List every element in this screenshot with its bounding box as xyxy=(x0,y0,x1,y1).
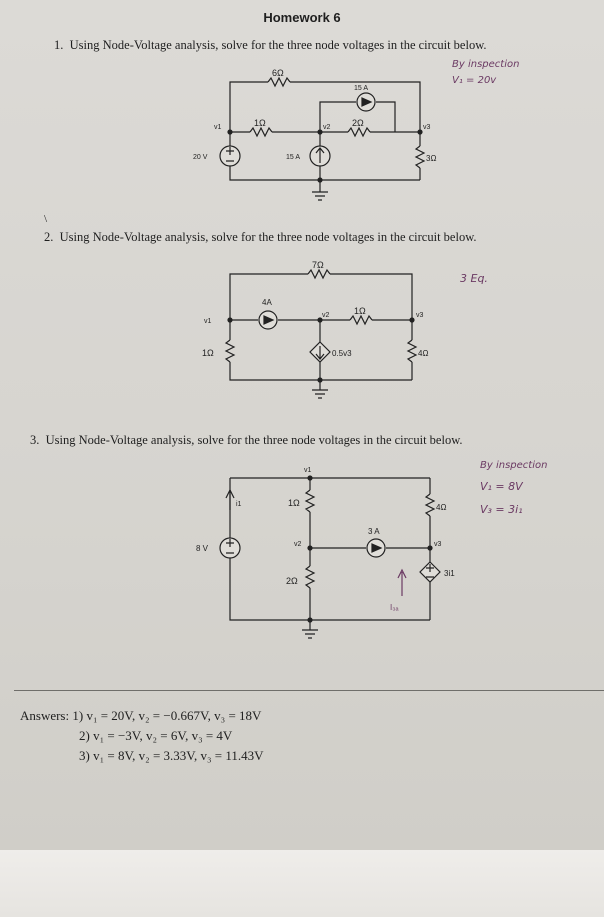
answers-block: Answers: 1) v₁ = 20V, v₂ = −0.667V, v₃ =… xyxy=(20,706,264,766)
q2-text: Using Node-Voltage analysis, solve for t… xyxy=(59,230,477,244)
q3-node-v2: v2 xyxy=(294,541,302,548)
q1-label-6ohm: 6Ω xyxy=(272,68,284,78)
q2-label-1ohm-b: 1Ω xyxy=(354,306,366,316)
q2-margin-mark: \ xyxy=(44,213,48,225)
q3-label-3a: 3 A xyxy=(368,527,380,536)
q3-node-v3: v3 xyxy=(434,541,442,548)
q3-label-i1: i1 xyxy=(236,501,242,508)
q3-label-8v: 8 V xyxy=(196,544,209,553)
q3-label-4ohm: 4Ω xyxy=(436,503,446,512)
q1-prompt: 1. Using Node-Voltage analysis, solve fo… xyxy=(54,38,487,53)
q1-label-15a: 15 A xyxy=(286,154,300,161)
q1-note-v1: V₁ = 20v xyxy=(452,75,497,86)
q2-node-v3: v3 xyxy=(416,312,424,319)
q2-label-1ohm-a: 1Ω xyxy=(202,348,214,358)
q3-label-1ohm: 1Ω xyxy=(288,498,300,508)
q3-circuit: v1 i1 1Ω 4Ω 3 A v2 v3 8 V 2Ω 3i1 I₃ₐ xyxy=(170,460,470,645)
q3-note-v3: V₃ = 3i₁ xyxy=(480,503,523,516)
q3-label-dep-source: 3i1 xyxy=(444,569,455,578)
q1-note-by-inspection: By inspection xyxy=(452,59,520,70)
answer-1: 1) v₁ = 20V, v₂ = −0.667V, v₃ = 18V xyxy=(72,708,262,723)
q1-node-v3: v3 xyxy=(423,124,431,131)
answer-2: 2) v₁ = −3V, v₂ = 6V, v₃ = 4V xyxy=(79,728,233,743)
q3-label-2ohm: 2Ω xyxy=(286,576,298,586)
q2-label-4a: 4A xyxy=(262,298,272,307)
q3-node-v1: v1 xyxy=(304,467,312,474)
q1-label-3ohm: 3Ω xyxy=(426,154,436,163)
answers-label: Answers: xyxy=(20,708,73,723)
q1-label-1ohm: 1Ω xyxy=(254,118,266,128)
q3-note-v1: V₁ = 8V xyxy=(480,480,523,493)
q1-label-15a-top: 15 A xyxy=(354,85,368,92)
answer-row-2: 2) v₁ = −3V, v₂ = 6V, v₃ = 4V xyxy=(20,726,264,746)
q2-circuit: 7Ω 4A 1Ω 1Ω 4Ω 0.5v3 v1 v2 v3 xyxy=(200,258,450,413)
q2-node-v2: v2 xyxy=(322,312,330,319)
q2-label-4ohm: 4Ω xyxy=(418,349,428,358)
page-divider xyxy=(14,690,604,691)
q1-label-20v: 20 V xyxy=(193,154,208,161)
q2-number: 2. xyxy=(44,230,54,244)
q1-node-v1: v1 xyxy=(214,124,222,131)
q1-number: 1. xyxy=(54,38,64,52)
q3-prompt: 3. Using Node-Voltage analysis, solve fo… xyxy=(30,433,463,448)
page-bottom-edge xyxy=(0,850,604,917)
q3-text: Using Node-Voltage analysis, solve for t… xyxy=(45,433,463,447)
q2-label-dep-source: 0.5v3 xyxy=(332,349,352,358)
page-title: Homework 6 xyxy=(263,10,341,25)
q2-prompt: 2. Using Node-Voltage analysis, solve fo… xyxy=(44,230,477,245)
q2-note-3-eq: 3 Eq. xyxy=(460,272,488,285)
q3-note-ish: I₃ₐ xyxy=(390,603,399,612)
answer-row-1: Answers: 1) v₁ = 20V, v₂ = −0.667V, v₃ =… xyxy=(20,706,264,726)
q2-node-v1: v1 xyxy=(204,318,212,325)
q3-note-by-inspection: By inspection xyxy=(480,460,548,471)
q1-label-2ohm: 2Ω xyxy=(352,118,364,128)
answer-3: 3) v₁ = 8V, v₂ = 3.33V, v₃ = 11.43V xyxy=(79,748,264,763)
q1-circuit: 6Ω 1Ω 2Ω 3Ω 20 V 15 A 15 A v1 v2 v3 xyxy=(190,62,450,217)
answer-row-3: 3) v₁ = 8V, v₂ = 3.33V, v₃ = 11.43V xyxy=(20,746,264,766)
q2-label-7ohm: 7Ω xyxy=(312,260,324,270)
q3-number: 3. xyxy=(30,433,40,447)
q1-node-v2: v2 xyxy=(323,124,331,131)
q1-text: Using Node-Voltage analysis, solve for t… xyxy=(69,38,487,52)
